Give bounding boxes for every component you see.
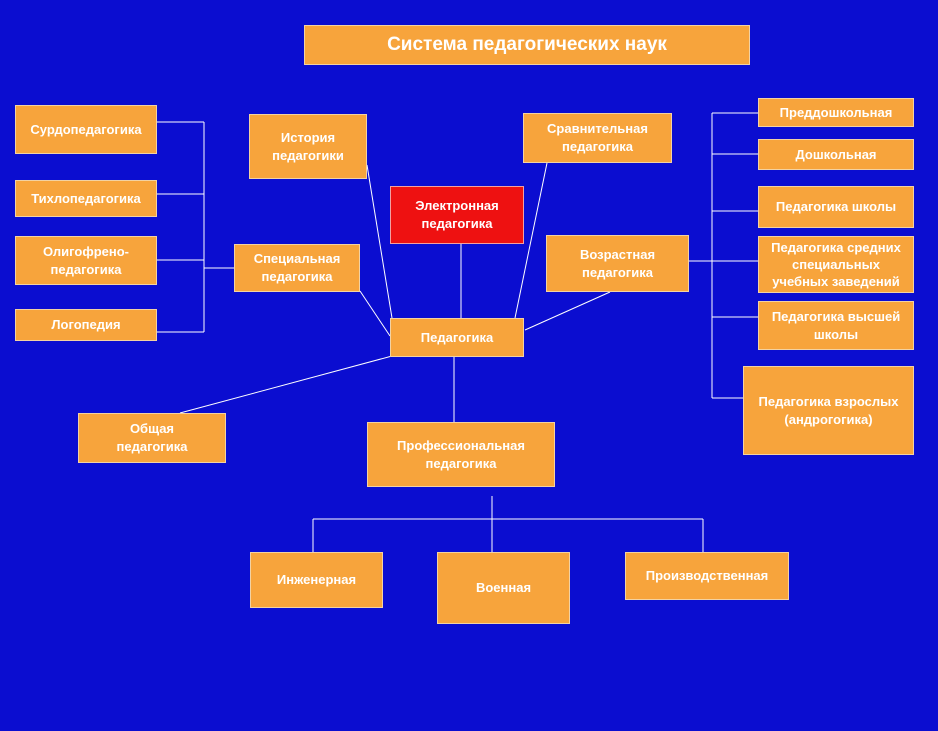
node-specialnaya-pedagogika: Специальная педагогика (234, 244, 360, 292)
node-professionalnaya-pedagogika: Профессиональная педагогика (367, 422, 555, 487)
connector-line (524, 291, 611, 331)
connector-line (179, 355, 393, 414)
node-pedagogika: Педагогика (390, 318, 524, 357)
node-vozrastnaya-pedagogika: Возрастная педагогика (546, 235, 689, 292)
node-pedagogika-shkoly: Педагогика школы (758, 186, 914, 228)
node-proizvodstvennaya: Производственная (625, 552, 789, 600)
node-surdopedagogika: Сурдопедагогика (15, 105, 157, 154)
node-pedagogika-vysshey-shkoly: Педагогика высшей школы (758, 301, 914, 350)
node-oligofrenopedagogika: Олигофрено- педагогика (15, 236, 157, 285)
node-istoriya-pedagogiki: История педагогики (249, 114, 367, 179)
node-doshkolnaya: Дошкольная (758, 139, 914, 170)
node-pedagogika-vzroslyh: Педагогика взрослых (андрогогика) (743, 366, 914, 455)
node-logopediya: Логопедия (15, 309, 157, 341)
connector-line (359, 290, 391, 337)
node-inzhenernaya: Инженерная (250, 552, 383, 608)
node-preddoshkolnaya: Преддошкольная (758, 98, 914, 127)
node-tiflopedagogika: Тихлопедагогика (15, 180, 157, 217)
connector-line (514, 162, 548, 319)
connector-line (366, 164, 393, 319)
node-obshaya-pedagogika: Общая педагогика (78, 413, 226, 463)
node-elektronnaya-pedagogika: Электронная педагогика (390, 186, 524, 244)
node-pedagogika-srednih-zavedeniy: Педагогика средних специальных учебных з… (758, 236, 914, 293)
diagram-title: Система педагогических наук (304, 25, 750, 65)
node-voennaya: Военная (437, 552, 570, 624)
node-sravnitelnaya-pedagogika: Сравнительная педагогика (523, 113, 672, 163)
